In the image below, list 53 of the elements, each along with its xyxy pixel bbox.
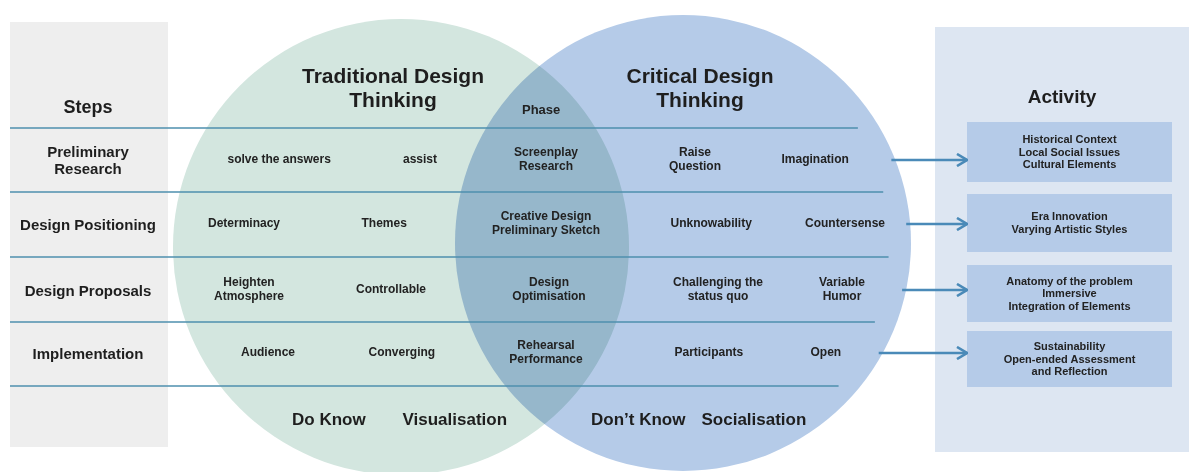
activity-box (967, 331, 1172, 387)
activity-text: Immersive (1042, 287, 1097, 300)
activity-box (967, 122, 1172, 182)
column-heading: Steps (62, 96, 114, 118)
cell-text: Challenging the status quo (672, 276, 764, 304)
step-label: Preliminary Research (46, 142, 130, 177)
arrow (891, 152, 969, 168)
activity-text: Anatomy of the problem (1006, 274, 1133, 288)
activity-text: Open-ended Assessment and Reflection (1002, 352, 1137, 378)
circle-title: Traditional Design Thinking (301, 64, 485, 113)
cell-text: Design Optimisation (511, 276, 587, 304)
column-panel (935, 27, 1189, 452)
cell-text: Themes (361, 217, 407, 231)
cell-text: Determinacy (208, 217, 281, 231)
cell-text: Heighten Atmosphere (213, 276, 285, 304)
circle-caption: Socialisation (701, 410, 807, 430)
column-heading: Activity (1026, 86, 1098, 108)
arrow (906, 216, 969, 232)
column-panel (10, 22, 168, 447)
cell-text: solve the answers (227, 153, 331, 167)
cell-text: Audience (241, 346, 295, 360)
activity-box (967, 265, 1172, 322)
activity-text: Varying Artistic Styles (1011, 223, 1128, 236)
cell-text: Countersense (805, 217, 886, 231)
activity-text: Cultural Elements (1022, 158, 1117, 171)
cell-text: Rehearsal Performance (508, 339, 584, 367)
cell-text: assist (403, 153, 438, 167)
cell-text: Open (810, 346, 842, 360)
activity-box (967, 194, 1172, 252)
step-label: Design Proposals (23, 281, 153, 299)
cell-text: Creative Design Preliminary Sketch (490, 210, 602, 238)
step-label: Design Positioning (19, 215, 157, 233)
step-label: Implementation (31, 344, 145, 362)
arrow (902, 282, 969, 298)
circle-caption: Visualisation (402, 410, 508, 430)
cell-text: Variable Humor (818, 276, 866, 304)
cell-text: Screenplay Research (512, 146, 579, 174)
activity-text: Era Innovation (1031, 210, 1108, 223)
circle-title: Critical Design Thinking (625, 64, 775, 113)
circle-caption: Don’t Know (591, 410, 686, 430)
cell-text: Converging (368, 346, 436, 360)
cell-text: Controllable (356, 283, 426, 297)
activity-text: Local Social Issues (1018, 145, 1121, 159)
cell-text: Raise Question (668, 146, 722, 174)
column-heading: Phase (522, 102, 561, 118)
arrow (878, 345, 969, 361)
activity-text: Sustainability (1033, 340, 1106, 353)
cell-text: Unknowability (670, 217, 752, 231)
circle-caption: Do Know (292, 410, 366, 430)
cell-text: Participants (674, 346, 744, 360)
activity-text: Integration of Elements (1008, 299, 1131, 313)
activity-text: Historical Context (1022, 133, 1117, 146)
cell-text: Imagination (781, 153, 849, 167)
